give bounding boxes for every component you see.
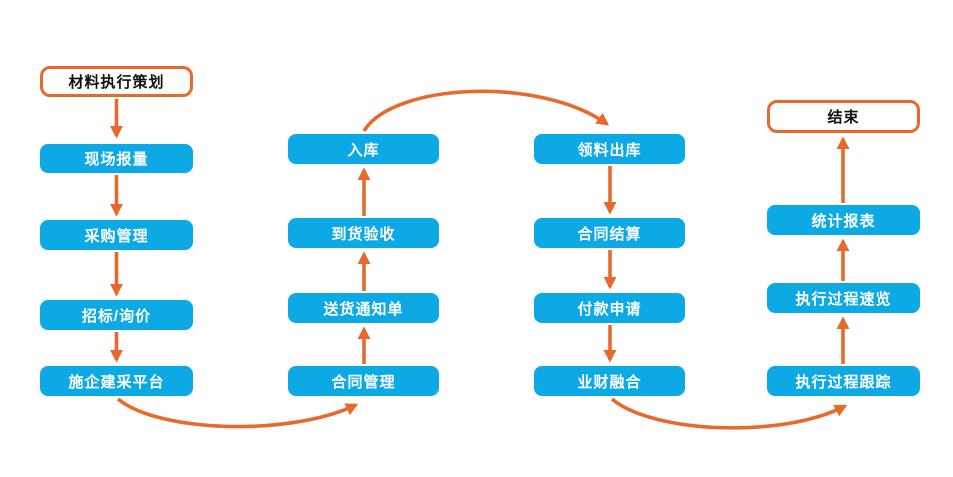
node-contract-management: 合同管理 [288, 366, 439, 396]
node-payment-request: 付款申请 [534, 293, 685, 323]
arrow-warehousing-to-material-issue [362, 89, 610, 132]
node-construction-procure-platform: 施企建采平台 [40, 366, 193, 396]
node-business-finance-integration: 业财融合 [534, 366, 685, 396]
arrow-platform-to-contract-management [116, 397, 359, 429]
node-site-reporting: 现场报量 [40, 144, 193, 173]
arrow-business-finance-to-execution-tracking [610, 397, 848, 430]
node-execution-process-overview: 执行过程速览 [767, 283, 920, 313]
node-contract-settlement: 合同结算 [534, 218, 685, 248]
node-end: 结束 [767, 100, 920, 133]
node-warehousing-in: 入库 [288, 134, 439, 164]
node-arrival-inspection: 到货验收 [288, 218, 439, 248]
node-material-issue-out: 领料出库 [534, 134, 685, 164]
node-start: 材料执行策划 [40, 66, 193, 97]
node-bidding-inquiry: 招标/询价 [40, 300, 193, 330]
node-procurement-management: 采购管理 [40, 220, 193, 250]
node-delivery-notice: 送货通知单 [288, 293, 439, 323]
node-statistical-reports: 统计报表 [767, 205, 920, 235]
node-execution-process-tracking: 执行过程跟踪 [767, 366, 920, 396]
